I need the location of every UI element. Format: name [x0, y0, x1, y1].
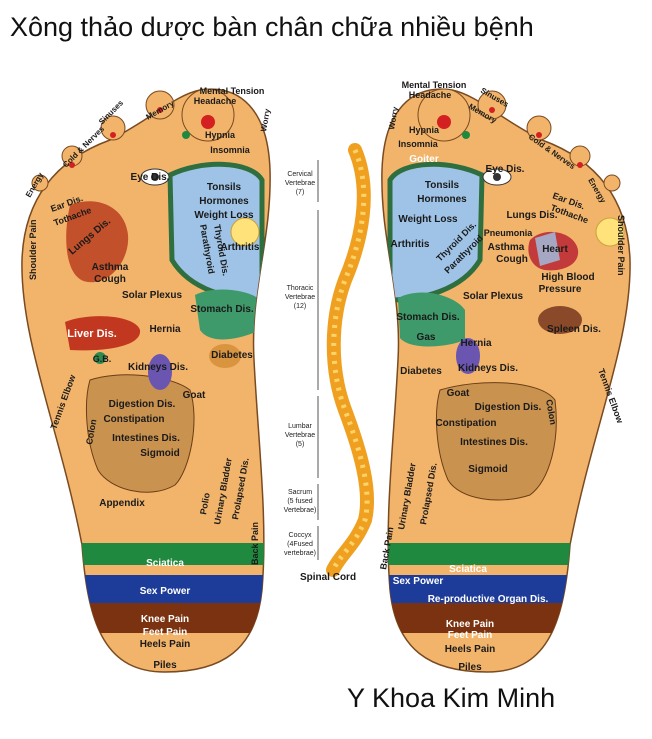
- right-toe-headache: Headache: [409, 90, 452, 100]
- left-arthritis: Arthritis: [221, 242, 260, 253]
- right-intestines: Intestines Dis.: [460, 437, 528, 448]
- right-toe-mental: Mental Tension: [402, 80, 467, 90]
- right-band-heels: Heels Pain: [445, 644, 496, 655]
- left-intestines: Intestines Dis.: [112, 433, 180, 444]
- right-sigmoid: Sigmoid: [468, 464, 507, 475]
- right-band-reproductive: Re-productive Organ Dis.: [428, 594, 549, 605]
- left-toe-headache: Headache: [194, 96, 237, 106]
- right-spleen: Spleen Dis.: [547, 324, 601, 335]
- right-colon: Colon: [544, 399, 558, 426]
- left-hypnia: Hypnia: [205, 130, 236, 140]
- left-toe-worry: Worry: [259, 108, 272, 133]
- left-constipation: Constipation: [103, 414, 164, 425]
- left-sigmoid: Sigmoid: [140, 448, 179, 459]
- left-tonsils: Tonsils: [207, 182, 242, 193]
- left-kidneys: Kidneys Dis.: [128, 362, 188, 373]
- right-tonsils: Tonsils: [425, 180, 460, 191]
- left-hormones: Hormones: [199, 196, 249, 207]
- spine-thoracic-3: (12): [294, 303, 306, 310]
- right-gas: Gas: [417, 332, 436, 343]
- left-stomach: Stomach Dis.: [190, 304, 254, 315]
- left-cough: Cough: [94, 274, 126, 285]
- left-colon: Colon: [84, 418, 98, 445]
- left-band-knee: Knee Pain: [141, 614, 189, 625]
- right-constipation: Constipation: [435, 418, 496, 429]
- left-digestion: Digestion Dis.: [109, 399, 176, 410]
- left-appendix: Appendix: [99, 498, 145, 509]
- left-gb: G.B.: [93, 354, 112, 364]
- right-weight: Weight Loss: [398, 214, 458, 225]
- right-lungs: Lungs Dis.: [506, 210, 557, 221]
- spine-thoracic-2: Vertebrae: [285, 294, 315, 301]
- left-eye: Eye Dis.: [131, 172, 170, 183]
- right-asthma: Asthma: [488, 242, 525, 253]
- right-kidneys: Kidneys Dis.: [458, 363, 518, 374]
- right-pneumonia: Pneumonia: [484, 228, 534, 238]
- spine-lumbar-3: (5): [296, 441, 305, 448]
- left-liver: Liver Dis.: [67, 328, 117, 340]
- left-polio: Polio: [198, 491, 212, 515]
- right-band-knee: Knee Pain: [446, 619, 494, 630]
- spine-lumbar-1: Lumbar: [288, 423, 312, 430]
- spine-thoracic-1: Thoracic: [287, 285, 314, 292]
- left-band-heels: Heels Pain: [140, 639, 191, 650]
- spine-lumbar-2: Vertebrae: [285, 432, 315, 439]
- spine-cervical-1: Cervical: [287, 171, 313, 178]
- spine-coccyx-2: (4Fused: [287, 541, 313, 548]
- right-toe-worry: Worry: [387, 106, 400, 131]
- right-heart: Heart: [542, 244, 568, 255]
- left-band-feet: Feet Pain: [143, 627, 187, 638]
- right-arthritis: Arthritis: [391, 239, 430, 250]
- spine-coccyx-3: vertebrae): [284, 550, 316, 557]
- spine-sacrum-1: Sacrum: [288, 489, 312, 496]
- left-solar: Solar Plexus: [122, 290, 182, 301]
- right-bp2: Pressure: [539, 284, 582, 295]
- right-shoulder: Shoulder Pain: [616, 215, 626, 276]
- left-band-sex: Sex Power: [140, 586, 191, 597]
- left-back: Back Pain: [250, 522, 260, 565]
- right-hypnia: Hypnia: [409, 125, 440, 135]
- right-stomach: Stomach Dis.: [396, 312, 460, 323]
- right-band-sciatica: Sciatica: [449, 564, 487, 575]
- right-band-piles: Piles: [458, 662, 482, 673]
- spine-sacrum-2: (5 fused: [287, 498, 312, 505]
- left-foot: [21, 88, 271, 673]
- left-band-piles: Piles: [153, 660, 177, 671]
- right-goat: Goat: [447, 388, 470, 399]
- right-solar: Solar Plexus: [463, 291, 523, 302]
- spine-cervical-2: Vertebrae: [285, 180, 315, 187]
- spine-spinal-cord: Spinal Cord: [300, 572, 356, 583]
- spine-illustration: Cervical Vertebrae (7) Thoracic Vertebra…: [284, 143, 375, 583]
- spine-coccyx-1: Coccyx: [289, 532, 312, 539]
- brand-watermark: Y Khoa Kim Minh: [347, 683, 556, 713]
- left-insomnia: Insomnia: [210, 145, 251, 155]
- spine-sacrum-3: Vertebrae): [284, 507, 317, 514]
- right-eye: Eye Dis.: [486, 164, 525, 175]
- left-hernia: Hernia: [149, 324, 181, 335]
- right-cough: Cough: [496, 254, 528, 265]
- right-foot-labels: Worry Mental Tension Headache Sinuses Me…: [378, 80, 626, 673]
- right-goiter: Goiter: [409, 154, 439, 165]
- right-insomnia: Insomnia: [398, 139, 439, 149]
- left-diabetes: Diabetes: [211, 350, 253, 361]
- right-diabetes: Diabetes: [400, 366, 442, 377]
- right-bp1: High Blood: [541, 272, 594, 283]
- right-hernia: Hernia: [460, 338, 492, 349]
- left-weight: Weight Loss: [194, 210, 254, 221]
- page-title: Xông thảo dược bàn chân chữa nhiều bệnh: [10, 12, 534, 42]
- left-toe-mental: Mental Tension: [200, 86, 265, 96]
- left-goat: Goat: [183, 390, 206, 401]
- right-band-sex: Sex Power: [393, 576, 444, 587]
- right-hormones: Hormones: [417, 194, 467, 205]
- right-digestion: Digestion Dis.: [475, 402, 542, 413]
- left-band-sciatica: Sciatica: [146, 558, 184, 569]
- left-shoulder: Shoulder Pain: [28, 219, 38, 280]
- spine-cervical-3: (7): [296, 189, 305, 196]
- right-band-feet: Feet Pain: [448, 630, 492, 641]
- left-asthma: Asthma: [92, 262, 129, 273]
